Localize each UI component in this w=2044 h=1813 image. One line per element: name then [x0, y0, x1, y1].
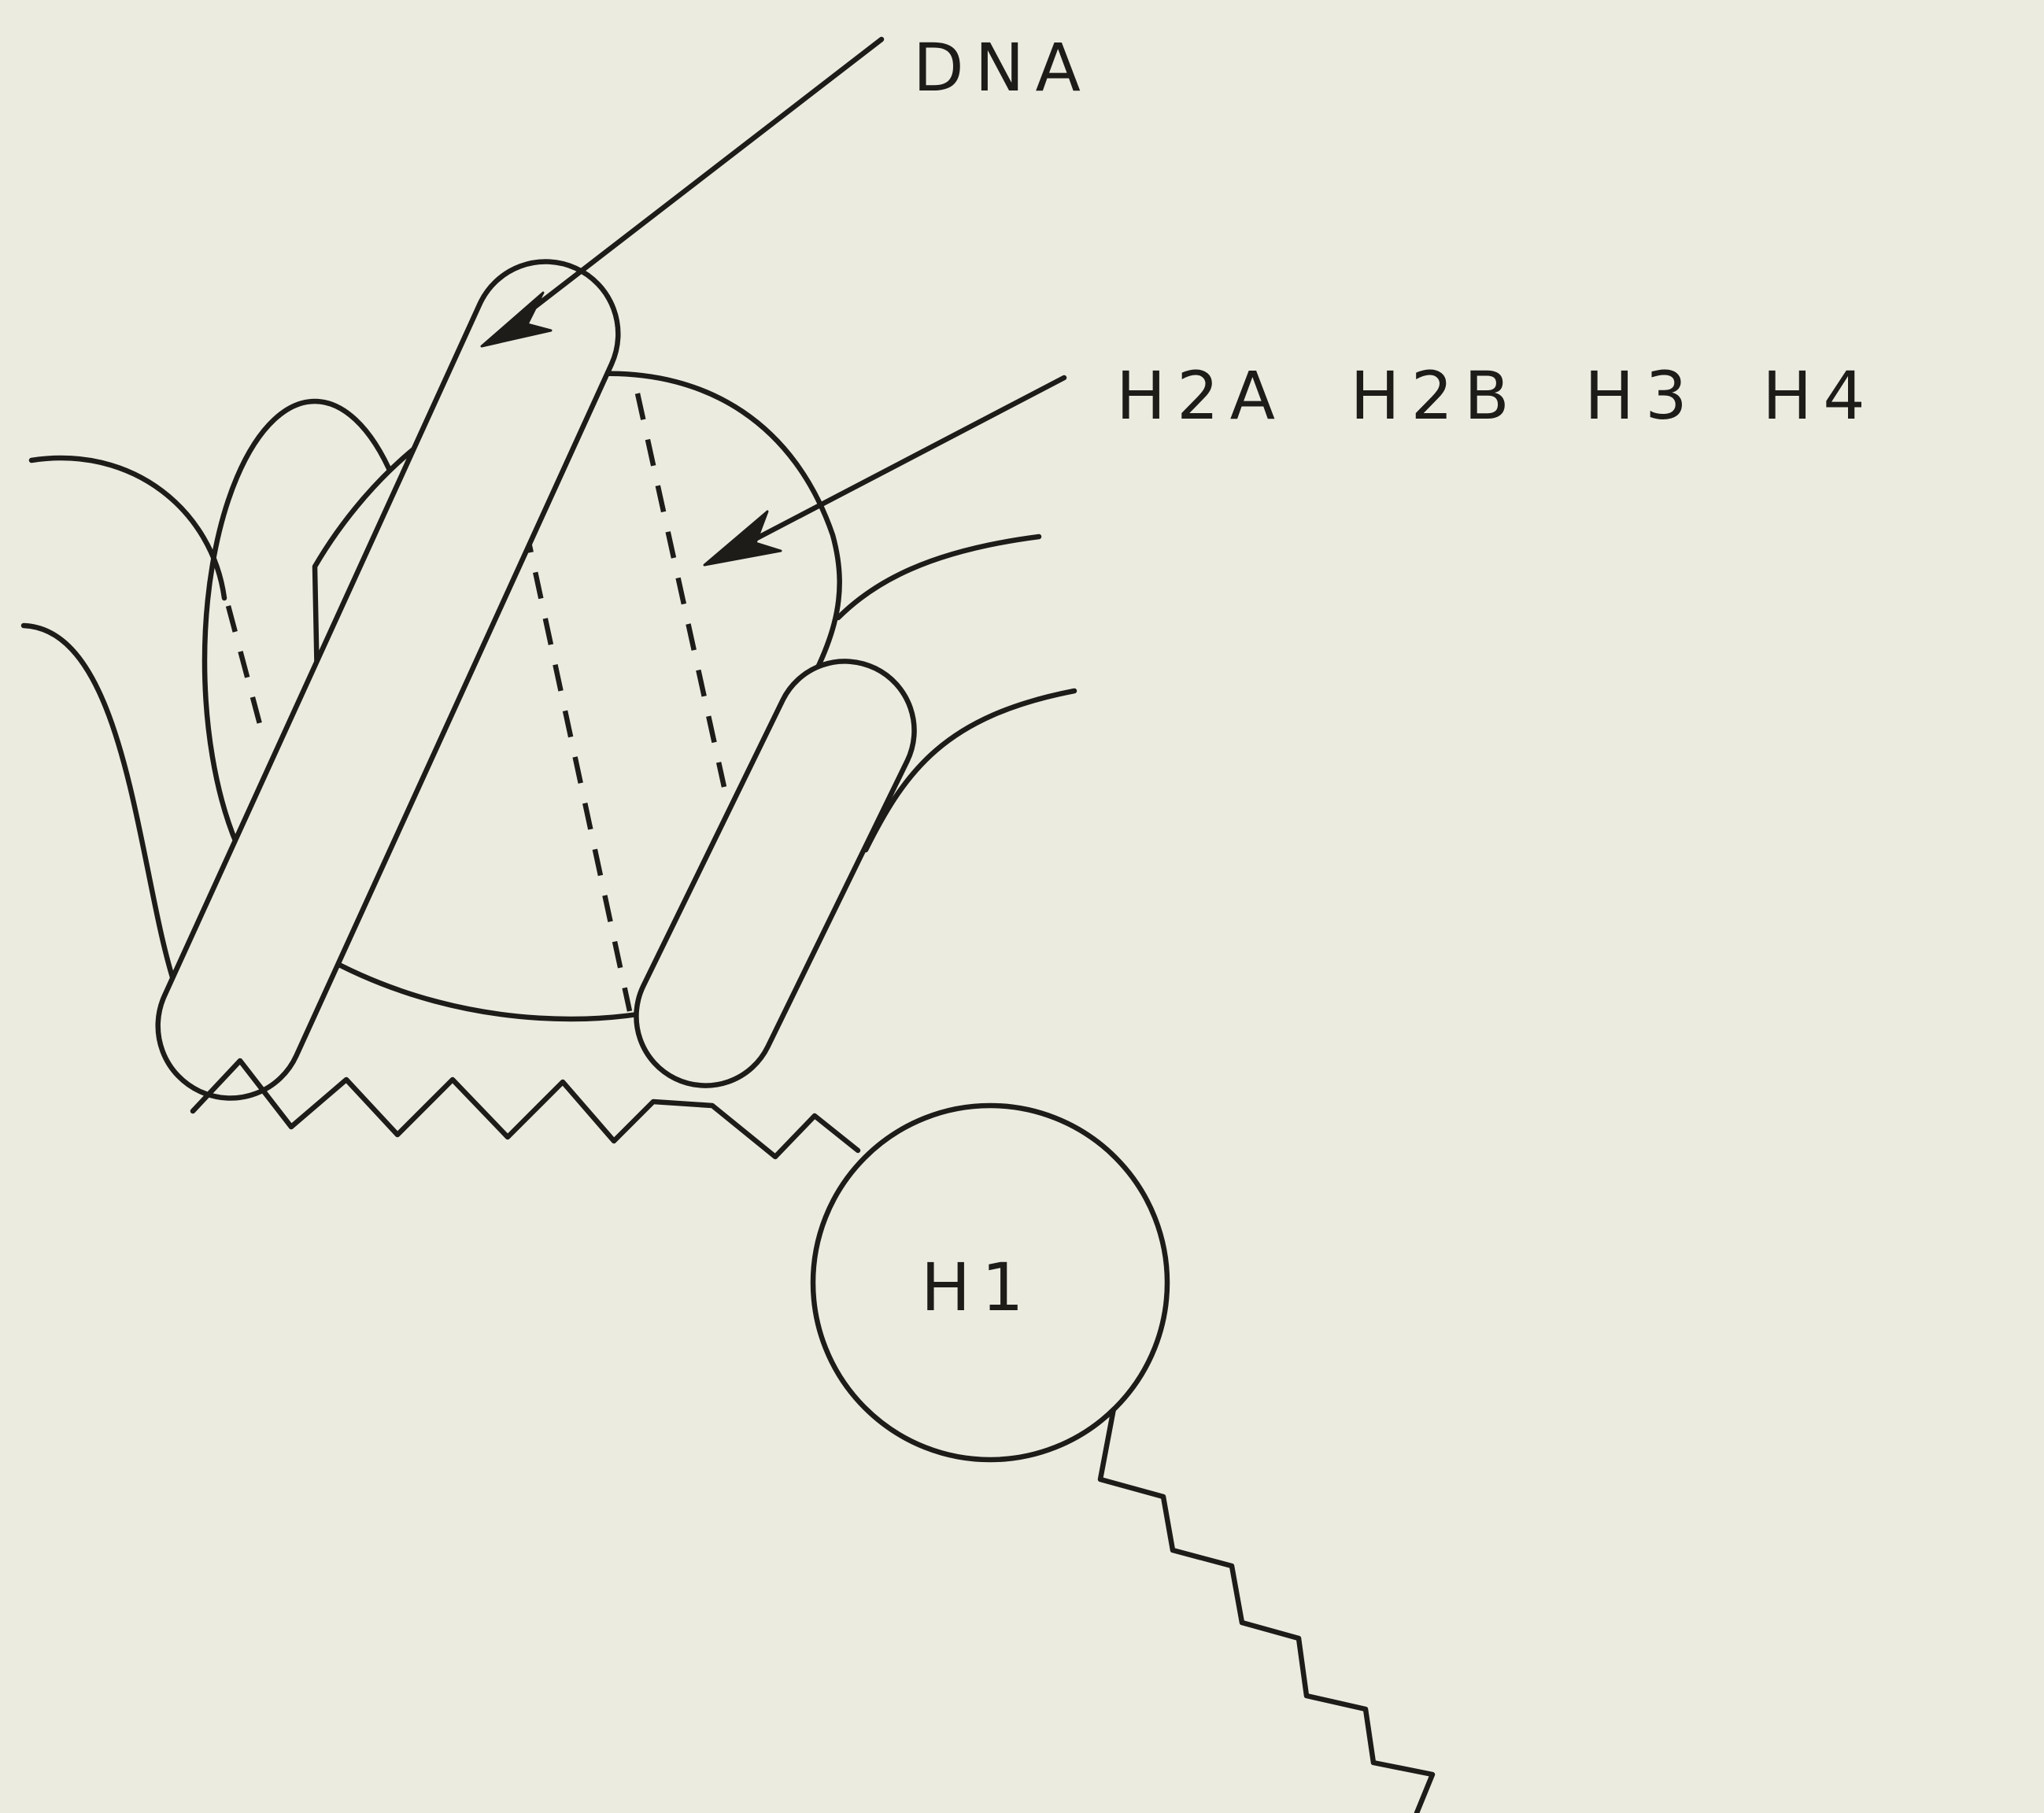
core-histones-label: H2A H2B H3 H4 — [1116, 357, 1876, 434]
h1-label: H1 — [921, 1249, 1035, 1326]
dna-label: DNA — [913, 29, 1092, 106]
